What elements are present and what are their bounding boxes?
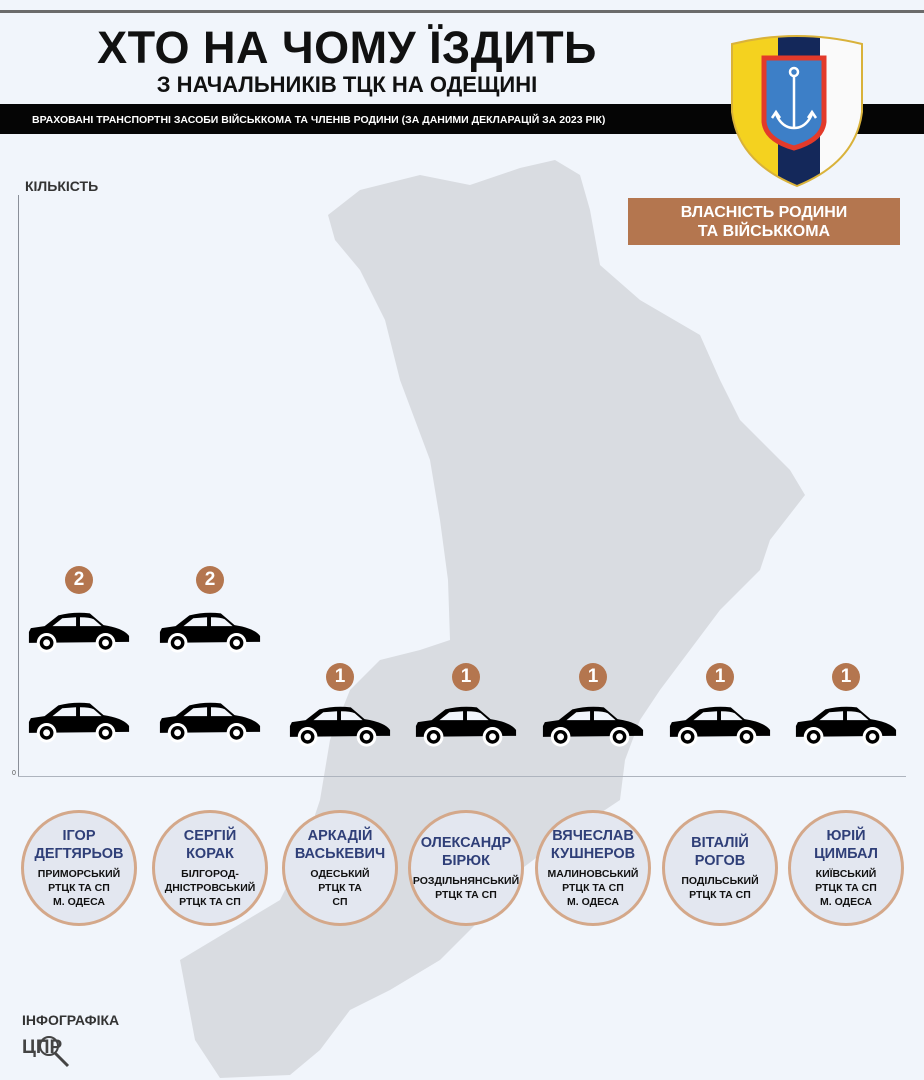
car-icon	[156, 610, 264, 656]
legend-line-2: ТА ВІЙСЬККОМА	[697, 223, 831, 240]
person-circle: ОЛЕКСАНДР БІРЮК РОЗДІЛЬНЯНСЬКИЙ РТЦК ТА СП	[408, 810, 524, 926]
unit-line: РТЦК ТА	[318, 882, 362, 894]
unit-label: МАЛИНОВСЬКИЙ РТЦК ТА СП М. ОДЕСА	[548, 867, 639, 909]
unit-line: ПРИМОРСЬКИЙ	[37, 868, 121, 880]
person-circle: ЮРІЙ ЦИМБАЛ КИЇВСЬКИЙ РТЦК ТА СП М. ОДЕСА	[788, 810, 904, 926]
page-title: ХТО НА ЧОМУ ЇЗДИТЬ	[97, 22, 597, 73]
unit-line: СП	[332, 896, 348, 908]
unit-line: РТЦК ТА СП	[815, 882, 877, 894]
car-icon	[539, 704, 647, 750]
unit-line: РТЦК ТА СП	[689, 889, 751, 901]
person-first-name: ІГОР	[62, 828, 96, 844]
top-divider	[0, 10, 924, 13]
value-badge: 1	[326, 663, 354, 691]
person-last-name: ЦИМБАЛ	[814, 846, 878, 862]
person-circle: ВЯЧЕСЛАВ КУШНЕРОВ МАЛИНОВСЬКИЙ РТЦК ТА СП М.…	[535, 810, 651, 926]
value-badge: 2	[196, 566, 224, 594]
unit-line: МАЛИНОВСЬКИЙ	[547, 868, 639, 880]
car-icon	[156, 700, 264, 746]
person-first-name: АРКАДІЙ	[307, 828, 373, 844]
unit-label: КИЇВСЬКИЙ РТЦК ТА СП М. ОДЕСА	[815, 867, 877, 909]
car-icon	[666, 704, 774, 750]
credit-label: ІНФОГРАФІКА	[22, 1012, 120, 1028]
car-icon	[25, 610, 133, 656]
person-last-name: БІРЮК	[442, 853, 490, 869]
info-band-text: ВРАХОВАНІ ТРАНСПОРТНІ ЗАСОБИ ВІЙСЬККОМА …	[32, 114, 606, 126]
unit-line: ОДЕСЬКИЙ	[310, 868, 370, 880]
person-circle: ВІТАЛІЙ РОГОВ ПОДІЛЬСЬКИЙ РТЦК ТА СП	[662, 810, 778, 926]
car-icon	[25, 700, 133, 746]
y-axis-label: КІЛЬКІСТЬ	[25, 178, 99, 194]
car-icon	[412, 704, 520, 750]
person-last-name: ДЕГТЯРЬОВ	[34, 846, 124, 862]
unit-line: ПОДІЛЬСЬКИЙ	[681, 875, 759, 887]
unit-label: ПОДІЛЬСЬКИЙ РТЦК ТА СП	[681, 874, 758, 902]
unit-line: ДНІСТРОВСЬКИЙ	[164, 882, 256, 894]
person-first-name: СЕРГІЙ	[183, 828, 237, 844]
y-axis	[18, 195, 19, 777]
odesa-emblem-icon	[731, 35, 863, 188]
unit-line: РТЦК ТА СП	[435, 889, 497, 901]
legend-box: ВЛАСНІСТЬ РОДИНИ ТА ВІЙСЬККОМА	[628, 198, 900, 245]
page-subtitle: З НАЧАЛЬНИКІВ ТЦК НА ОДЕЩИНІ	[156, 72, 538, 97]
value-badge: 1	[832, 663, 860, 691]
value-badge: 1	[452, 663, 480, 691]
person-last-name: РОГОВ	[694, 853, 746, 869]
unit-line: КИЇВСЬКИЙ	[815, 868, 877, 880]
unit-line: М. ОДЕСА	[819, 896, 872, 908]
car-icon	[286, 704, 394, 750]
value-badge: 1	[579, 663, 607, 691]
unit-line: РТЦК ТА СП	[179, 896, 241, 908]
person-circle: СЕРГІЙ КОРАК БІЛГОРОД- ДНІСТРОВСЬКИЙ РТЦК ТА…	[152, 810, 268, 926]
legend-line-1: ВЛАСНІСТЬ РОДИНИ	[680, 204, 848, 221]
unit-label: ПРИМОРСЬКИЙ РТЦК ТА СП М. ОДЕСА	[38, 867, 120, 909]
unit-line: РТЦК ТА СП	[562, 882, 624, 894]
x-axis	[18, 776, 906, 777]
value-badge: 1	[706, 663, 734, 691]
unit-line: РОЗДІЛЬНЯНСЬКИЙ	[412, 875, 520, 887]
person-first-name: ЮРІЙ	[826, 828, 866, 844]
person-first-name: ВІТАЛІЙ	[691, 835, 749, 851]
person-first-name: ОЛЕКСАНДР	[420, 835, 512, 851]
value-badge: 2	[65, 566, 93, 594]
unit-label: БІЛГОРОД- ДНІСТРОВСЬКИЙ РТЦК ТА СП	[165, 867, 256, 909]
person-circle: ІГОР ДЕГТЯРЬОВ ПРИМОРСЬКИЙ РТЦК ТА СП М. ОДЕ…	[21, 810, 137, 926]
unit-line: РТЦК ТА СП	[48, 882, 110, 894]
person-last-name: КУШНЕРОВ	[550, 846, 636, 862]
car-icon	[792, 704, 900, 750]
unit-label: ОДЕСЬКИЙ РТЦК ТА СП	[310, 867, 369, 909]
person-last-name: КОРАК	[186, 846, 234, 862]
unit-label: РОЗДІЛЬНЯНСЬКИЙ РТЦК ТА СП	[413, 874, 519, 902]
y-tick-label: 0	[12, 770, 16, 777]
person-first-name: ВЯЧЕСЛАВ	[552, 828, 634, 844]
svg-text:ЦПР: ЦПР	[22, 1037, 63, 1058]
unit-line: БІЛГОРОД-	[181, 868, 239, 880]
unit-line: М. ОДЕСА	[567, 896, 619, 908]
unit-line: М. ОДЕСА	[52, 896, 105, 908]
cpr-logo-icon: ЦПР	[22, 1036, 70, 1068]
person-circle: АРКАДІЙ ВАСЬКЕВИЧ ОДЕСЬКИЙ РТЦК ТА СП	[282, 810, 398, 926]
person-last-name: ВАСЬКЕВИЧ	[294, 846, 386, 862]
